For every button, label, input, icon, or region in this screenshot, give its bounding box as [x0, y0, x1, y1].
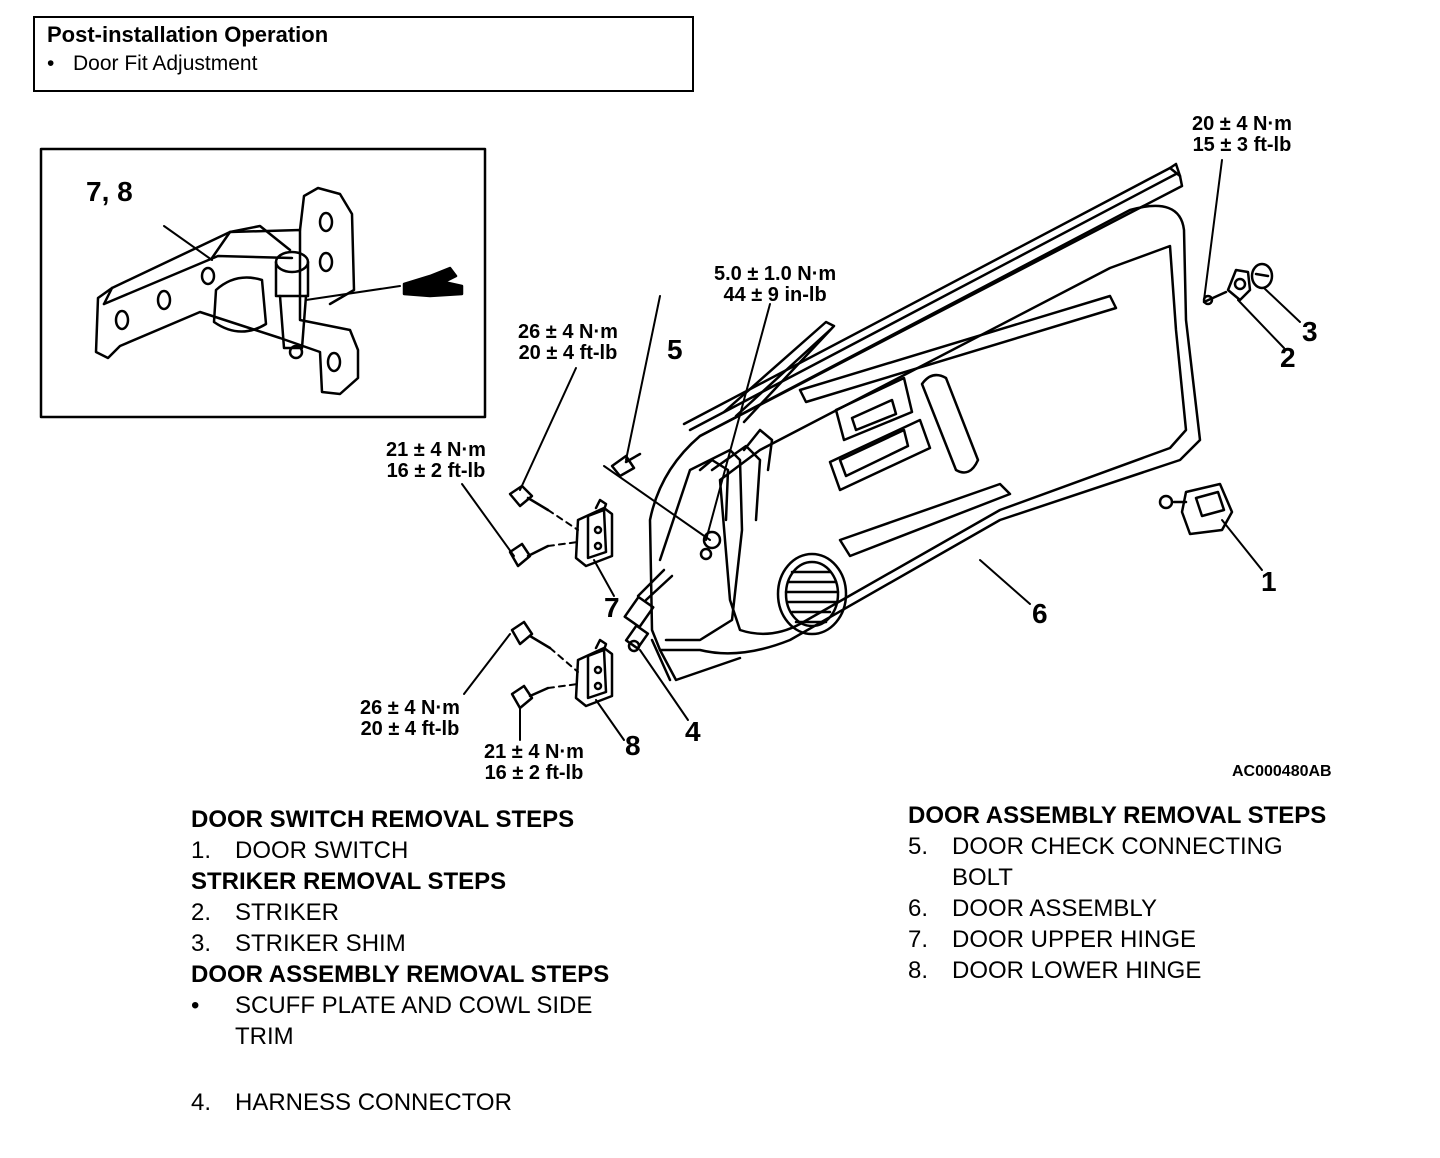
step-number: 5. — [908, 833, 929, 860]
torque-spec-upper-hinge-door: 26 ± 4 N·m 20 ± 4 ft-lb — [518, 322, 618, 364]
step-2: 2. STRIKER — [191, 897, 671, 928]
torque-metric: 26 ± 4 N·m — [360, 697, 460, 719]
step-number: 3. — [191, 930, 212, 957]
torque-spec-lower-hinge-door: 26 ± 4 N·m 20 ± 4 ft-lb — [360, 698, 460, 740]
right-steps-list: DOOR ASSEMBLY REMOVAL STEPS 5. DOOR CHECK… — [908, 800, 1388, 986]
torque-spec-striker: 20 ± 4 N·m 15 ± 3 ft-lb — [1192, 114, 1292, 156]
step-text: STRIKER SHIM — [235, 930, 406, 957]
torque-metric: 26 ± 4 N·m — [518, 321, 618, 343]
hinge-detail-illustration — [94, 186, 464, 396]
upper-hinge-illustration — [508, 484, 614, 568]
step-number: 7. — [908, 926, 929, 953]
post-installation-item: • Door Fit Adjustment — [47, 52, 257, 76]
door-switch-heading: DOOR SWITCH REMOVAL STEPS — [191, 806, 575, 833]
torque-imperial: 16 ± 2 ft-lb — [484, 762, 584, 784]
step-text: DOOR UPPER HINGE — [952, 926, 1197, 953]
step-text: DOOR SWITCH — [235, 837, 409, 864]
torque-imperial: 44 ± 9 in-lb — [723, 284, 827, 306]
hinge-inset-frame — [39, 147, 487, 419]
step-bullet: • SCUFF PLATE AND COWL SIDE TRIM — [191, 990, 671, 1052]
torque-spec-lower-hinge-body: 21 ± 4 N·m 16 ± 2 ft-lb — [484, 742, 584, 784]
step-text: DOOR CHECK CONNECTING BOLT — [952, 833, 1283, 891]
step-text: SCUFF PLATE AND COWL SIDE TRIM — [235, 992, 593, 1050]
post-installation-box — [33, 16, 694, 92]
inset-label: 7, 8 — [86, 176, 133, 207]
step-number: 2. — [191, 899, 212, 926]
door-check-bolt-illustration — [610, 452, 642, 478]
striker-heading: STRIKER REMOVAL STEPS — [191, 868, 507, 895]
torque-imperial: 15 ± 3 ft-lb — [1192, 134, 1292, 156]
figure-code: AC000480AB — [1232, 763, 1332, 780]
torque-metric: 20 ± 4 N·m — [1192, 113, 1292, 135]
callout-1: 1 — [1261, 566, 1277, 597]
bullet: • — [47, 52, 55, 75]
torque-spec-upper-hinge-body: 21 ± 4 N·m 16 ± 2 ft-lb — [386, 440, 486, 482]
torque-imperial: 20 ± 4 ft-lb — [360, 718, 460, 740]
callout-3: 3 — [1302, 316, 1318, 347]
callout-7: 7 — [604, 592, 620, 623]
lower-hinge-illustration — [510, 620, 614, 710]
step-8: 8. DOOR LOWER HINGE — [908, 955, 1388, 986]
torque-spec-door-check-bolt: 5.0 ± 1.0 N·m 44 ± 9 in-lb — [714, 264, 836, 306]
door-switch-illustration — [1158, 482, 1234, 536]
left-steps-list: DOOR SWITCH REMOVAL STEPS 1.DOOR SWITCH … — [191, 804, 671, 1118]
torque-metric: 5.0 ± 1.0 N·m — [714, 263, 837, 285]
step-1: 1. DOOR SWITCH — [191, 835, 671, 866]
step-7: 7. DOOR UPPER HINGE — [908, 924, 1388, 955]
step-text: DOOR LOWER HINGE — [952, 957, 1202, 984]
door-illustration — [623, 162, 1202, 682]
step-number: 6. — [908, 895, 929, 922]
step-5: 5. DOOR CHECK CONNECTING BOLT — [908, 831, 1388, 893]
callout-5: 5 — [667, 334, 683, 365]
bullet: • — [191, 992, 200, 1019]
door-assembly-heading-left: DOOR ASSEMBLY REMOVAL STEPS — [191, 961, 610, 988]
callout-2: 2 — [1280, 342, 1296, 373]
callout-8: 8 — [625, 730, 641, 761]
striker-illustration — [1202, 262, 1274, 306]
step-3: 3. STRIKER SHIM — [191, 928, 671, 959]
torque-metric: 21 ± 4 N·m — [386, 439, 486, 461]
torque-imperial: 20 ± 4 ft-lb — [518, 342, 618, 364]
step-text: DOOR ASSEMBLY — [952, 895, 1157, 922]
step-6: 6. DOOR ASSEMBLY — [908, 893, 1388, 924]
step-text: HARNESS CONNECTOR — [235, 1089, 512, 1116]
door-assembly-heading-right: DOOR ASSEMBLY REMOVAL STEPS — [908, 802, 1327, 829]
callout-4: 4 — [685, 716, 701, 747]
alignment-dashes — [547, 509, 579, 689]
step-4: 4. HARNESS CONNECTOR — [191, 1087, 671, 1118]
post-installation-title: Post-installation Operation — [47, 22, 329, 47]
post-installation-item-text: Door Fit Adjustment — [73, 52, 258, 75]
torque-metric: 21 ± 4 N·m — [484, 741, 584, 763]
callout-6: 6 — [1032, 598, 1048, 629]
step-number: 4. — [191, 1089, 212, 1116]
torque-imperial: 16 ± 2 ft-lb — [386, 460, 486, 482]
leader-lines — [461, 159, 1301, 741]
step-text: STRIKER — [235, 899, 340, 926]
step-number: 1. — [191, 837, 212, 864]
step-number: 8. — [908, 957, 929, 984]
